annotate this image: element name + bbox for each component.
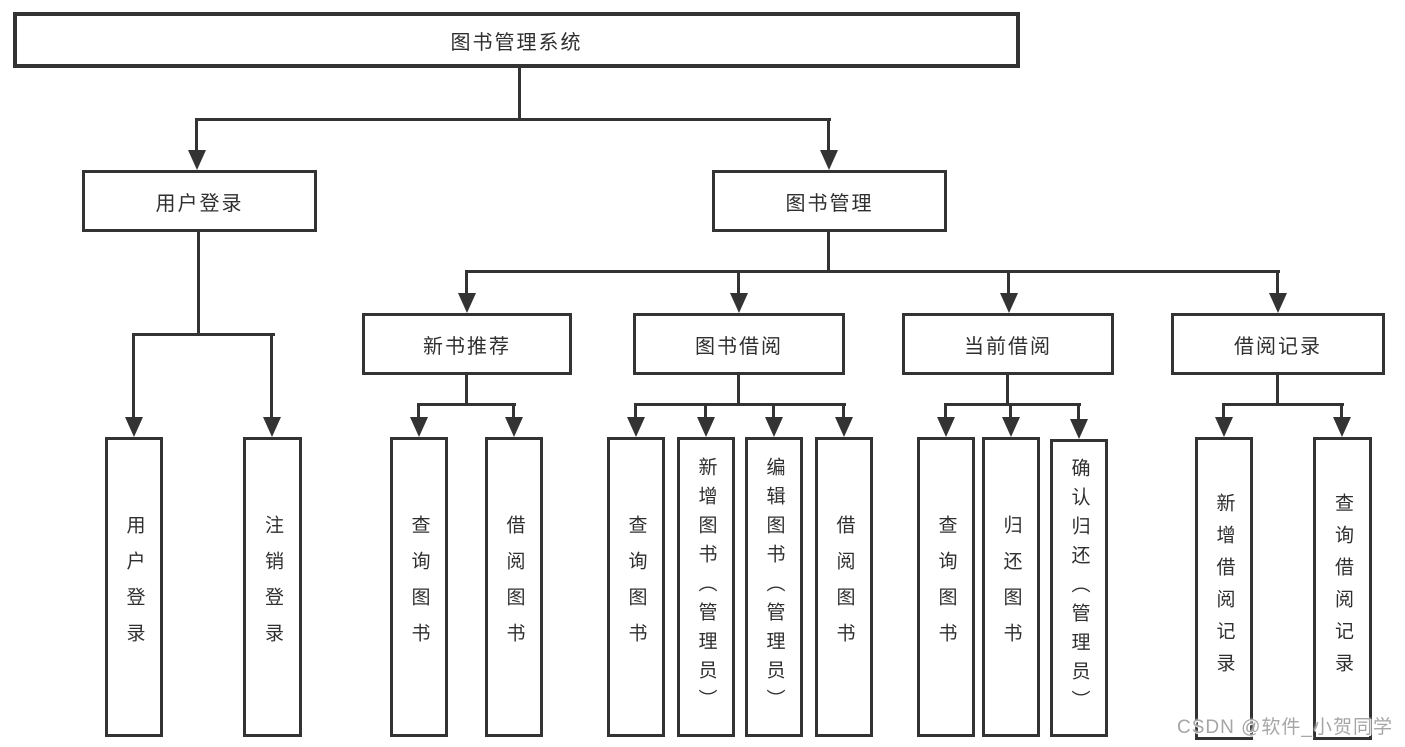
connector-line xyxy=(1276,272,1279,295)
leaf-user-login-label: 用户登录 xyxy=(123,515,145,659)
node-user-login-label: 用户登录 xyxy=(155,192,244,215)
connector-line xyxy=(465,272,468,295)
leaf-borrow-borrow: 借阅图书 xyxy=(815,437,873,737)
connector-line xyxy=(1007,272,1010,295)
node-root: 图书管理系统 xyxy=(13,12,1020,68)
connector-line xyxy=(417,403,516,406)
leaf-borrow-edit: 编辑图书（管理员） xyxy=(745,437,803,737)
arrow-down-icon xyxy=(457,293,476,313)
connector-line xyxy=(270,335,273,419)
arrow-down-icon xyxy=(764,417,783,437)
arrow-down-icon xyxy=(187,150,206,170)
node-borrow-records-label: 借阅记录 xyxy=(1234,335,1322,358)
connector-line xyxy=(1222,405,1225,419)
leaf-current-confirm: 确认归还（管理员） xyxy=(1050,439,1108,737)
leaf-borrow-borrow-label: 借阅图书 xyxy=(833,515,855,659)
node-book-borrow-label: 图书借阅 xyxy=(695,335,783,358)
arrow-down-icon xyxy=(1001,417,1020,437)
connector-line xyxy=(944,403,1081,406)
connector-line xyxy=(132,333,275,336)
leaf-newbooks-borrow-label: 借阅图书 xyxy=(503,515,525,659)
arrow-down-icon xyxy=(504,417,523,437)
node-new-books-label: 新书推荐 xyxy=(423,335,511,358)
connector-line xyxy=(1340,405,1343,419)
arrow-down-icon xyxy=(936,417,955,437)
leaf-borrow-query-label: 查询图书 xyxy=(625,515,647,659)
leaf-records-add-label: 新增借阅记录 xyxy=(1213,492,1235,685)
leaf-logout: 注销登录 xyxy=(243,437,302,737)
connector-line xyxy=(512,405,515,419)
node-current-borrow-label: 当前借阅 xyxy=(964,335,1052,358)
arrow-down-icon xyxy=(1069,419,1088,439)
arrow-down-icon xyxy=(262,417,281,437)
leaf-current-query-label: 查询图书 xyxy=(935,515,957,659)
leaf-borrow-add-label: 新增图书（管理员） xyxy=(695,456,717,718)
arrow-down-icon xyxy=(1214,417,1233,437)
connector-line xyxy=(1009,405,1012,419)
arrow-down-icon xyxy=(999,293,1018,313)
leaf-borrow-add: 新增图书（管理员） xyxy=(677,437,735,737)
connector-line xyxy=(827,232,830,273)
connector-line xyxy=(132,335,135,419)
leaf-borrow-edit-label: 编辑图书（管理员） xyxy=(763,456,785,718)
connector-line xyxy=(704,405,707,419)
connector-line xyxy=(634,405,637,419)
connector-line xyxy=(1276,375,1279,406)
arrow-down-icon xyxy=(1332,417,1351,437)
node-book-mgmt-label: 图书管理 xyxy=(785,192,874,215)
connector-line xyxy=(1222,403,1344,406)
leaf-records-query-label: 查询借阅记录 xyxy=(1332,492,1353,685)
connector-line xyxy=(737,272,740,295)
node-book-borrow: 图书借阅 xyxy=(633,313,845,375)
leaf-current-return-label: 归还图书 xyxy=(1000,515,1022,659)
node-borrow-records: 借阅记录 xyxy=(1171,313,1385,375)
arrow-down-icon xyxy=(696,417,715,437)
leaf-logout-label: 注销登录 xyxy=(262,515,283,659)
connector-line xyxy=(417,405,420,419)
leaf-borrow-query: 查询图书 xyxy=(607,437,665,737)
connector-line xyxy=(1077,405,1080,421)
arrow-down-icon xyxy=(124,417,143,437)
connector-line xyxy=(465,270,1280,273)
connector-line xyxy=(197,232,200,336)
connector-line xyxy=(772,405,775,419)
node-user-login: 用户登录 xyxy=(82,170,317,232)
connector-line xyxy=(195,118,831,121)
node-current-borrow: 当前借阅 xyxy=(902,313,1114,375)
leaf-user-login: 用户登录 xyxy=(105,437,163,737)
arrow-down-icon xyxy=(729,293,748,313)
node-book-mgmt: 图书管理 xyxy=(712,170,947,232)
leaf-records-add: 新增借阅记录 xyxy=(1195,437,1253,740)
leaf-records-query: 查询借阅记录 xyxy=(1313,437,1372,740)
node-new-books: 新书推荐 xyxy=(362,313,572,375)
connector-line xyxy=(944,405,947,419)
leaf-current-query: 查询图书 xyxy=(917,437,975,737)
connector-line xyxy=(737,375,740,406)
arrow-down-icon xyxy=(409,417,428,437)
arrow-down-icon xyxy=(834,417,853,437)
leaf-newbooks-query: 查询图书 xyxy=(390,437,448,737)
connector-line xyxy=(1006,375,1009,406)
node-root-label: 图书管理系统 xyxy=(450,31,583,54)
leaf-newbooks-query-label: 查询图书 xyxy=(408,515,430,659)
connector-line xyxy=(195,120,198,152)
arrow-down-icon xyxy=(626,417,645,437)
connector-line xyxy=(634,403,846,406)
leaf-current-confirm-label: 确认归还（管理员） xyxy=(1068,457,1090,719)
leaf-newbooks-borrow: 借阅图书 xyxy=(485,437,543,737)
connector-line xyxy=(842,405,845,419)
arrow-down-icon xyxy=(819,150,838,170)
watermark: CSDN @软件_小贺同学 xyxy=(1177,717,1393,738)
connector-line xyxy=(827,120,830,152)
leaf-current-return: 归还图书 xyxy=(982,437,1040,737)
connector-line xyxy=(518,68,521,121)
arrow-down-icon xyxy=(1268,293,1287,313)
connector-line xyxy=(465,375,468,406)
